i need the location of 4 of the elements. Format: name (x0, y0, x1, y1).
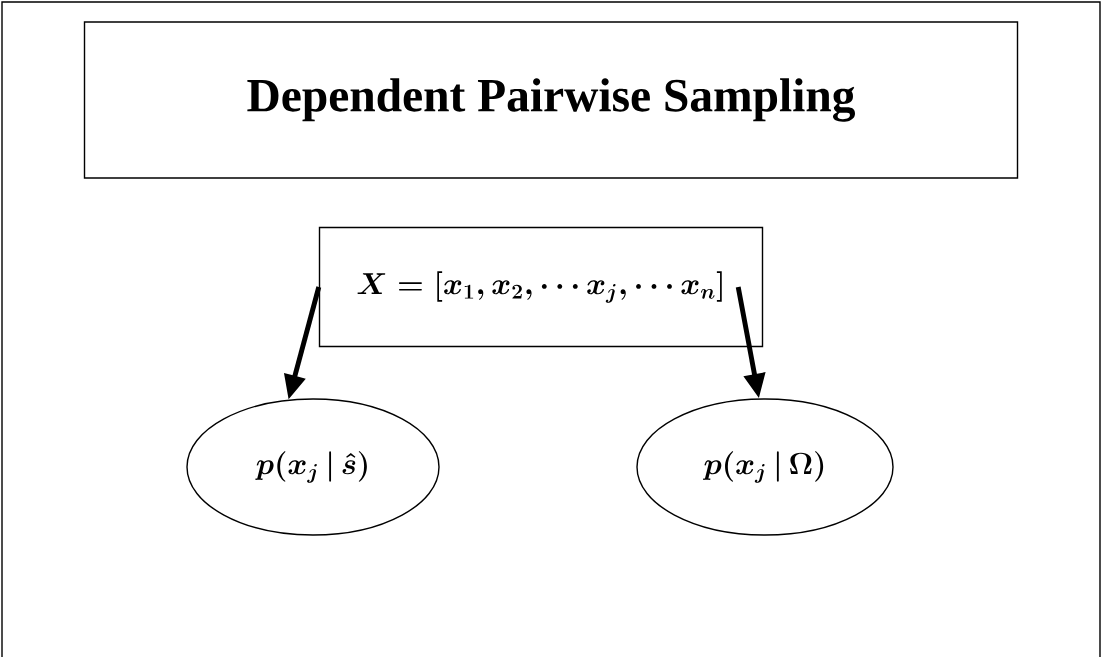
ellipse-node: $p(x_j \,|\, \Omega)$ (636, 398, 894, 536)
title-box: Dependent Pairwise Sampling (83, 21, 1019, 179)
ellipse-node: $p(x_j \,|\, \hat{s})$ (186, 398, 440, 536)
text-box: $X = [x_1, x_2, \cdots x_j, \cdots x_n]$ (318, 226, 764, 348)
